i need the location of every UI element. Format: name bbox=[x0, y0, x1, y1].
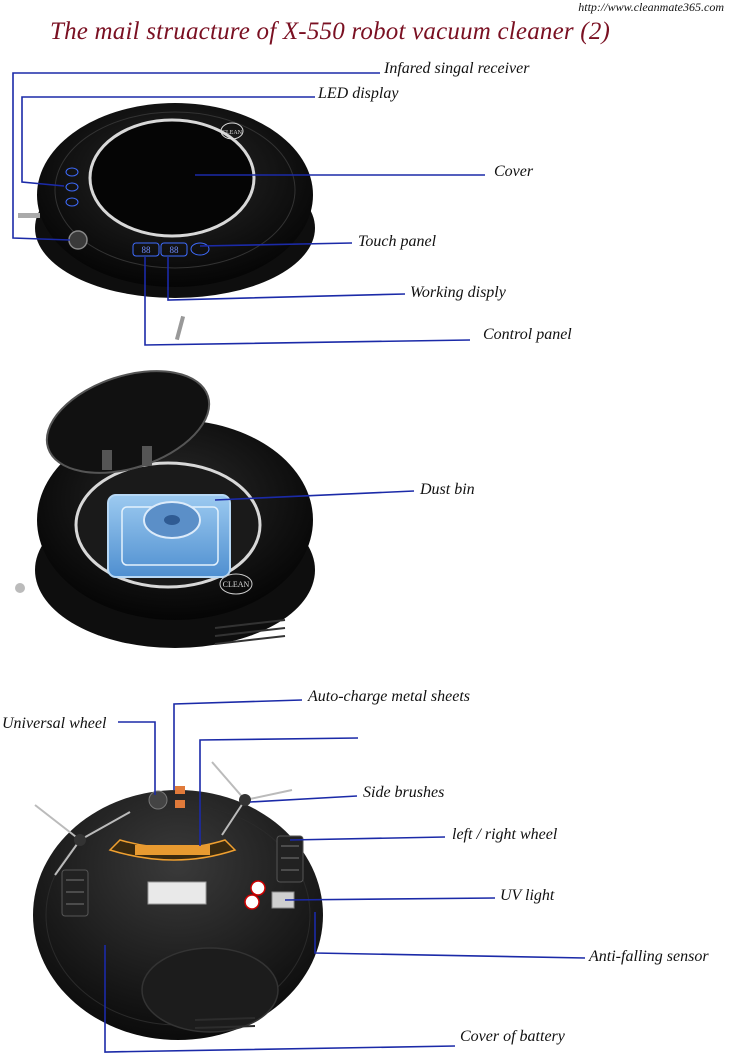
leader-touch-panel bbox=[199, 242, 353, 247]
cover-ring bbox=[88, 118, 256, 238]
roller-brush bbox=[135, 845, 210, 855]
underside-vents bbox=[194, 1017, 256, 1029]
leader-uv-light bbox=[284, 897, 496, 901]
working-display: 88 88 bbox=[132, 242, 188, 257]
leader-lines-section1 bbox=[12, 72, 485, 346]
leader-brush-inlet bbox=[199, 737, 359, 846]
leader-wheels bbox=[289, 836, 446, 841]
working-digits-1: 88 bbox=[142, 245, 152, 255]
infrared-receiver bbox=[68, 230, 88, 250]
charge-contacts bbox=[175, 786, 185, 808]
label-battery-cover: Cover of battery bbox=[460, 1028, 565, 1045]
leader-anti-falling bbox=[314, 912, 586, 959]
leader-auto-charge bbox=[173, 699, 303, 790]
label-dust-bin: Dust bin bbox=[420, 481, 475, 498]
label-anti-falling-sensor: Anti-falling sensor bbox=[589, 948, 709, 965]
side-brush-left bbox=[18, 213, 40, 218]
leader-led-display bbox=[21, 96, 315, 187]
vent-grille bbox=[214, 619, 286, 645]
label-led-display: LED display bbox=[318, 85, 399, 102]
touch-panel bbox=[190, 242, 210, 256]
clean-button bbox=[220, 122, 244, 140]
left-drive-wheel bbox=[61, 869, 89, 917]
diagram-title: The mail struacture of X-550 robot vacuu… bbox=[50, 18, 611, 45]
label-control-panel: Control panel bbox=[483, 326, 572, 343]
leader-control-panel bbox=[144, 257, 471, 346]
robot-open-lid-view: CLEAN bbox=[15, 370, 315, 648]
dust-bin bbox=[107, 494, 231, 578]
label-working-display: Working disply bbox=[410, 284, 506, 301]
leader-dust-bin bbox=[214, 490, 415, 501]
working-digits-2: 88 bbox=[170, 245, 180, 255]
leader-universal-wheel bbox=[118, 721, 156, 795]
robot-underside-view bbox=[33, 761, 323, 1040]
side-brushes bbox=[34, 761, 293, 876]
label-cover: Cover bbox=[494, 163, 534, 180]
clean-button-2-text: CLEAN bbox=[223, 580, 250, 589]
robot-top-view: 88 88 CLEAN bbox=[18, 103, 315, 341]
serial-label bbox=[147, 881, 207, 905]
leader-working-display bbox=[167, 257, 406, 301]
leader-side-brushes bbox=[249, 795, 358, 803]
side-brush-stub bbox=[15, 583, 25, 593]
label-left-right-wheel: left / right wheel bbox=[452, 826, 558, 843]
universal-wheel bbox=[148, 790, 168, 810]
source-url: http://www.cleanmate365.com bbox=[578, 0, 724, 14]
leader-battery-cover bbox=[104, 945, 456, 1053]
label-infrared-receiver: Infared singal receiver bbox=[384, 60, 530, 77]
led-display bbox=[65, 167, 79, 207]
lid-hinges bbox=[102, 446, 152, 470]
clean-button-2 bbox=[219, 573, 253, 595]
label-uv-light: UV light bbox=[500, 887, 555, 904]
label-touch-panel: Touch panel bbox=[358, 233, 437, 250]
top-edge-ring bbox=[54, 111, 296, 269]
warning-stickers bbox=[244, 880, 266, 910]
clean-button-text: CLEAN bbox=[222, 130, 243, 136]
leader-lines-section3 bbox=[104, 699, 586, 1053]
side-brush-bottom bbox=[174, 315, 186, 341]
label-side-brushes: Side brushes bbox=[363, 784, 445, 801]
label-auto-charge: Auto-charge metal sheets bbox=[308, 688, 471, 705]
right-drive-wheel bbox=[276, 835, 304, 883]
leader-infrared bbox=[12, 72, 380, 241]
label-universal-wheel: Universal wheel bbox=[2, 715, 107, 732]
battery-cover bbox=[141, 947, 279, 1033]
leader-lines-section2 bbox=[214, 490, 415, 501]
